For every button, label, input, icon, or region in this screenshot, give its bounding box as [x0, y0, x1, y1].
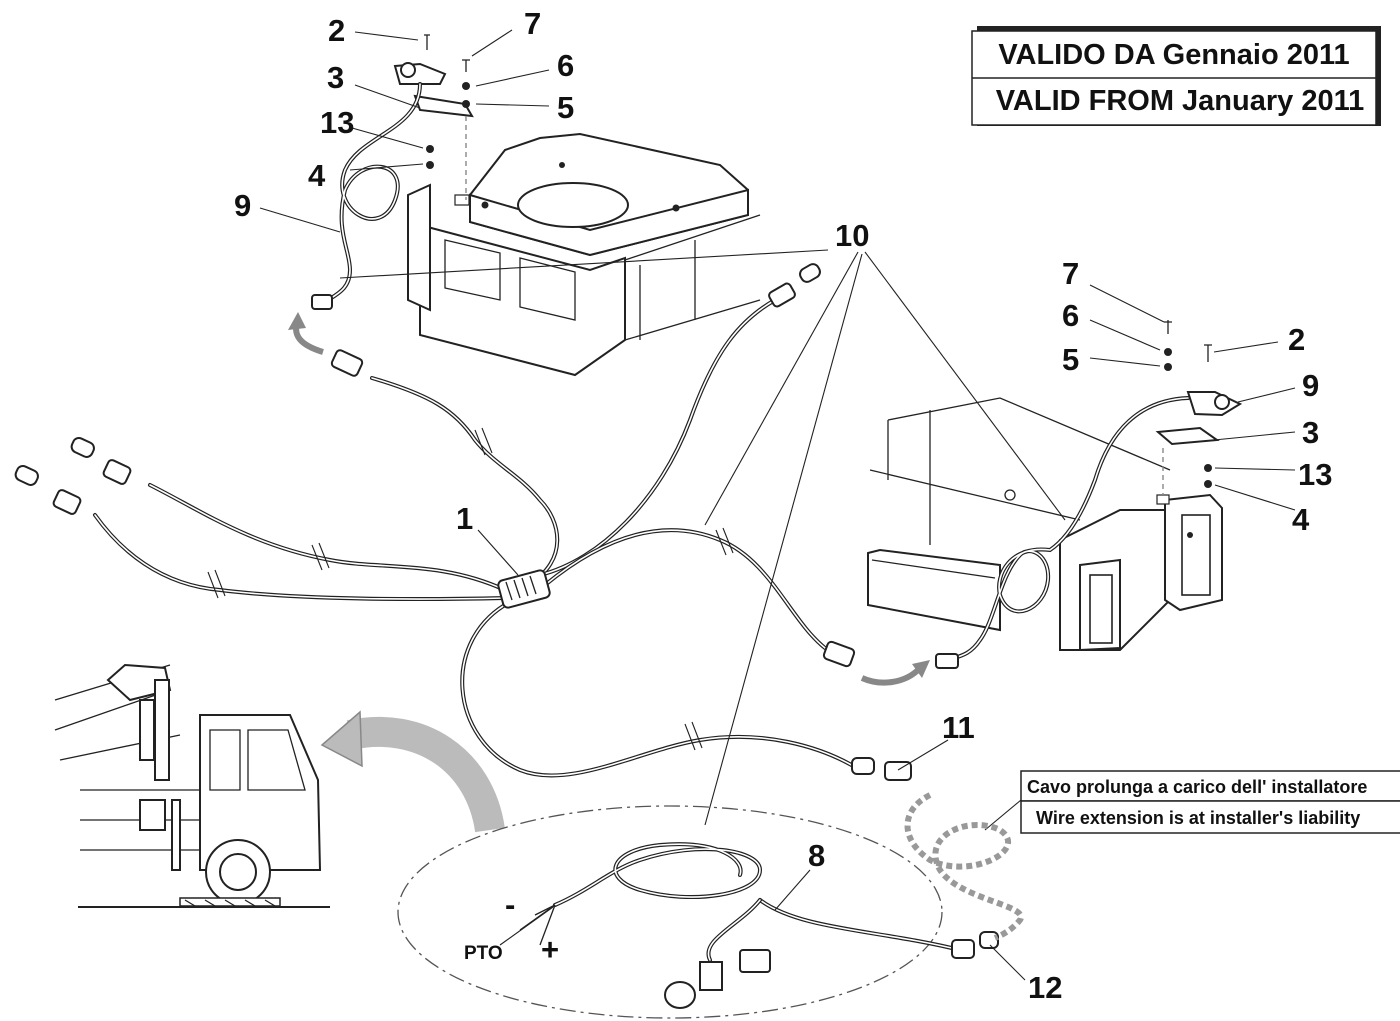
callout-5-right: 5: [1062, 342, 1079, 377]
callout-13-right: 13: [1298, 457, 1332, 492]
harness-connectors: [14, 263, 912, 781]
minus-label: -: [505, 887, 515, 922]
callout-4-top: 4: [308, 158, 326, 193]
arrows: [288, 312, 930, 833]
plus-label: +: [541, 932, 559, 967]
callout-6-top: 6: [557, 48, 574, 83]
note-english: Wire extension is at installer's liabili…: [1036, 808, 1360, 828]
note-italian: Cavo prolunga a carico dell' installator…: [1027, 777, 1367, 797]
callout-8: 8: [808, 838, 825, 873]
callout-4-right: 4: [1292, 502, 1310, 537]
callout-7-top: 7: [524, 6, 541, 41]
callout-3-top: 3: [327, 60, 344, 95]
callout-numbers: 2 7 6 5 3 13 4 9 10 1 7 6 5 2 9 3 13 4 1…: [234, 6, 1332, 1005]
validity-italian: VALIDO DA Gennaio 2011: [998, 39, 1349, 71]
callout-5-top: 5: [557, 90, 574, 125]
mounting-plate-top: [407, 132, 761, 377]
truck-illustration: [54, 663, 330, 908]
callout-2-right: 2: [1288, 322, 1305, 357]
callout-11: 11: [942, 710, 975, 745]
pto-label: PTO: [464, 943, 503, 964]
wire-labels: PTO - +: [464, 887, 559, 967]
callout-3-right: 3: [1302, 415, 1319, 450]
callout-1: 1: [456, 501, 473, 536]
callout-2-top: 2: [328, 13, 345, 48]
detail-ellipse: [397, 792, 1024, 1019]
validity-english: VALID FROM January 2011: [996, 85, 1365, 117]
callout-6-right: 6: [1062, 298, 1079, 333]
callout-9-right: 9: [1302, 368, 1319, 403]
sensor-assembly-top: [311, 34, 474, 310]
main-harness: [93, 298, 862, 778]
callout-9-top: 9: [234, 188, 251, 223]
mounting-frame-right: [867, 397, 1223, 652]
validity-box: VALIDO DA Gennaio 2011 VALID FROM Januar…: [971, 26, 1381, 126]
callout-10: 10: [835, 218, 869, 253]
installer-note-box: Cavo prolunga a carico dell' installator…: [984, 770, 1400, 834]
leader-lines: [259, 29, 1296, 981]
callout-12: 12: [1028, 970, 1062, 1005]
callout-7-right: 7: [1062, 256, 1079, 291]
callout-13-top: 13: [320, 105, 354, 140]
